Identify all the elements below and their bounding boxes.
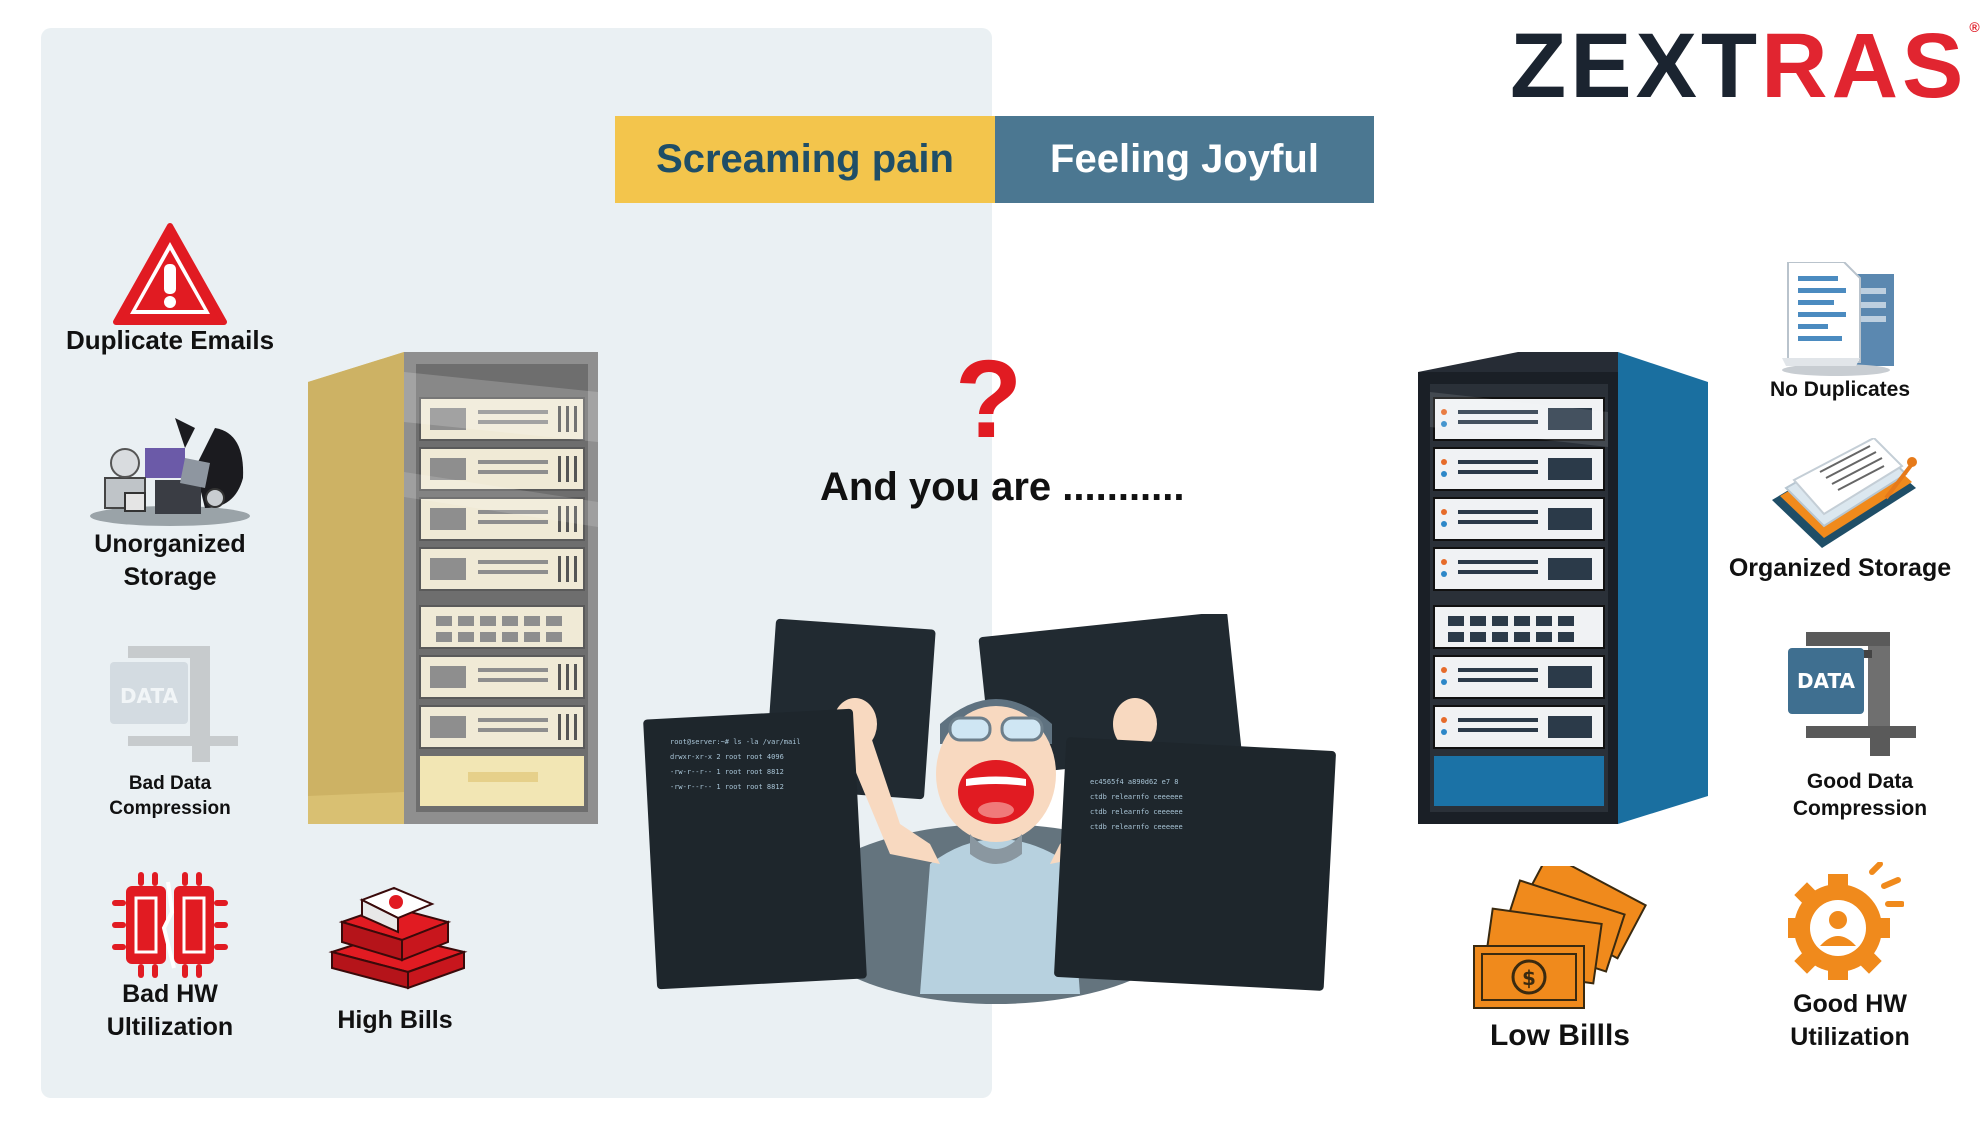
label-line-2: Compression	[1792, 797, 1928, 821]
warning-triangle-icon	[113, 223, 227, 325]
question-mark: ?	[955, 338, 1023, 461]
svg-text:drwxr-xr-x 2 root root 4096: drwxr-xr-x 2 root root 4096	[670, 753, 784, 761]
label-line-2: Ultilization	[106, 1012, 234, 1041]
label-organized-storage: Organized Storage	[1728, 554, 1952, 582]
terminal-window: root@server:~# ls -la /var/mail drwxr-xr…	[643, 708, 867, 990]
data-icon-text: DATA	[1797, 669, 1856, 693]
label-line-2: Compression	[109, 797, 231, 819]
money-stack-icon	[328, 886, 468, 990]
svg-text:ctdb relearnfo ceeeeee: ctdb relearnfo ceeeeee	[1090, 823, 1183, 831]
money-fan-icon: $	[1473, 866, 1647, 1009]
svg-text:ec4565f4 a890d62 e7 8: ec4565f4 a890d62 e7 8	[1090, 778, 1179, 786]
gear-person-icon	[1788, 862, 1904, 980]
label-bad-data-compression: Bad Data Compression	[60, 772, 280, 821]
label-line-1: Bad Data	[128, 773, 212, 794]
label-line-2: Utilization	[1790, 1022, 1910, 1051]
data-clamp-icon: DATA	[110, 646, 238, 762]
svg-text:$: $	[1522, 966, 1536, 990]
svg-text:-rw-r--r-- 1 root root 8812: -rw-r--r-- 1 root root 8812	[670, 768, 784, 776]
label-no-duplicates: No Duplicates	[1769, 378, 1911, 401]
label-good-data-compression: Good Data Compression	[1740, 768, 1980, 823]
label-unorganized-storage: Unorganized Storage	[60, 528, 280, 593]
label-good-hw-utilization: Good HW Utilization	[1740, 988, 1960, 1053]
svg-text:-rw-r--r-- 1 root root 8812: -rw-r--r-- 1 root root 8812	[670, 783, 784, 791]
screaming-person-illustration: root@server:~# ls -la /var/mail drwxr-xr…	[643, 614, 1336, 1004]
svg-text:root@server:~# ls -la /var/mai: root@server:~# ls -la /var/mail	[670, 738, 801, 746]
label-line-1: Good Data	[1806, 770, 1914, 793]
broken-chip-icon	[112, 872, 228, 978]
tab-feeling-joyful: Feeling Joyful	[995, 116, 1374, 203]
label-line-2: Storage	[123, 562, 217, 591]
label-line-1: Unorganized	[94, 530, 246, 558]
organized-papers-icon	[1772, 438, 1917, 548]
label-line-1: Good HW	[1793, 990, 1907, 1018]
svg-text:ctdb relearnfo ceeeeee: ctdb relearnfo ceeeeee	[1090, 808, 1183, 816]
garbage-pile-icon	[90, 418, 250, 526]
data-clamp-icon: DATA	[1788, 632, 1916, 756]
data-icon-text: DATA	[120, 684, 179, 708]
zextras-logo: ZEXTRAS®	[1510, 15, 1980, 117]
terminal-window: ec4565f4 a890d62 e7 8 ctdb relearnfo cee…	[1054, 737, 1336, 991]
tab-screaming-pain: Screaming pain	[615, 116, 995, 203]
label-high-bills: High Bills	[337, 1006, 453, 1034]
server-rack-yellow-icon	[308, 352, 598, 824]
server-rack-blue-icon	[1418, 352, 1708, 824]
label-bad-hw-utilization: Bad HW Ultilization	[60, 978, 280, 1043]
headline-and-you-are: And you are ...........	[820, 465, 1185, 509]
label-duplicate-emails: Duplicate Emails	[65, 325, 275, 355]
documents-icon	[1782, 262, 1894, 376]
label-line-1: Bad HW	[122, 980, 218, 1008]
label-low-bills: Low Billls	[1489, 1019, 1630, 1052]
svg-text:ctdb relearnfo ceeeeee: ctdb relearnfo ceeeeee	[1090, 793, 1183, 801]
